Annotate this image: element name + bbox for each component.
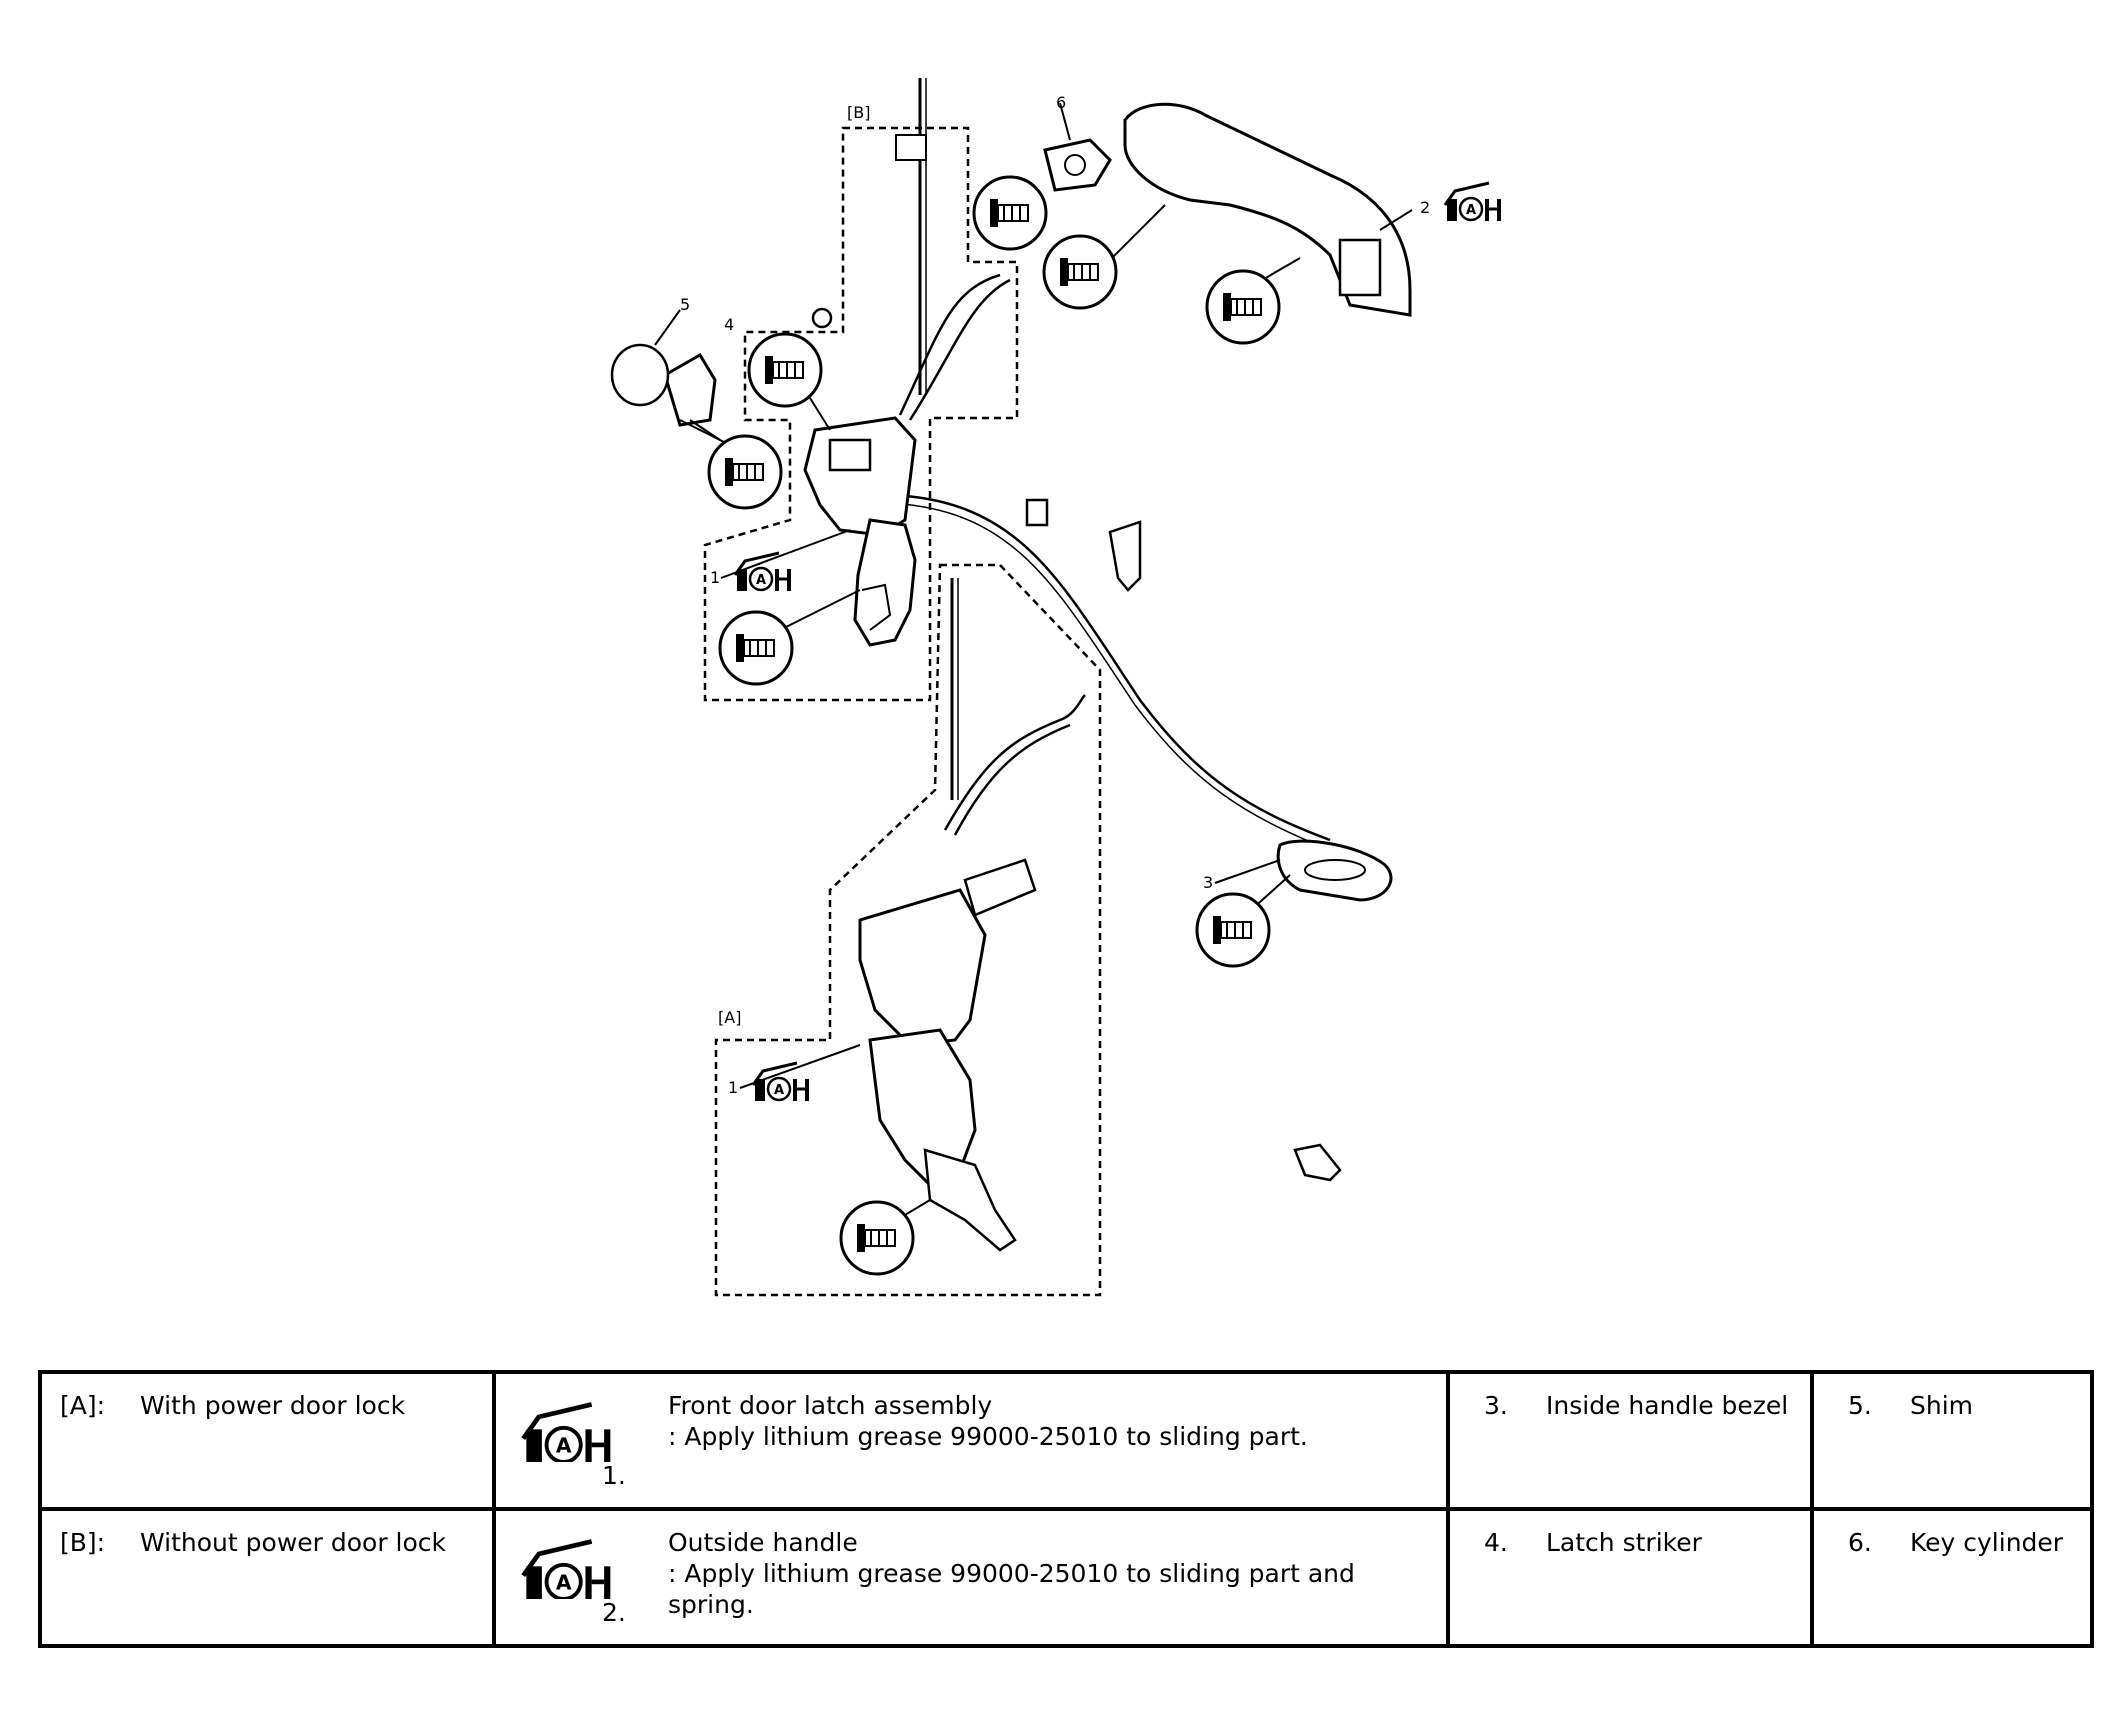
item-number: 4. — [1484, 1528, 1508, 1557]
legend-item-cell: 4. Latch striker — [1446, 1507, 1814, 1648]
part-note: : Apply lithium grease 99000-25010 to sl… — [668, 1559, 1355, 1619]
legend-grease-cell: A 1. Front door latch assembly : Apply l… — [492, 1370, 1450, 1511]
bolt-icon — [839, 1199, 931, 1276]
door-lock-exploded-diagram: A [B] [A] — [610, 78, 1503, 1297]
legend-item-cell: 6. Key cylinder — [1810, 1507, 2094, 1648]
legend-row: [B]: Without power door lock A 2. Outsid… — [38, 1507, 2094, 1648]
part-note: : Apply lithium grease 99000-25010 to sl… — [668, 1422, 1308, 1451]
inset-a-outline — [714, 563, 1102, 1297]
item-number: 5. — [1848, 1391, 1872, 1420]
latch-assembly-upper — [803, 416, 917, 647]
latch-assembly-lower — [858, 858, 1037, 1252]
part-label-3: 3 — [1203, 873, 1213, 892]
grease-item-number: 1. — [602, 1461, 626, 1490]
grease-applicator-icon: A — [521, 1402, 611, 1462]
inside-handle-bezel — [1276, 839, 1393, 902]
bolt-icon — [972, 175, 1048, 251]
part-label-6: 6 — [1056, 93, 1066, 112]
front-arrow-icon — [1293, 1143, 1342, 1182]
grease-item-number: 2. — [602, 1598, 626, 1627]
legend-key-cell: [B]: Without power door lock — [38, 1507, 496, 1648]
legend-key-cell: [A]: With power door lock — [38, 1370, 496, 1511]
shim — [610, 309, 681, 407]
clip — [1025, 498, 1049, 527]
item-text: Latch striker — [1546, 1528, 1702, 1557]
part-label-4: 4 — [724, 315, 734, 334]
legend-table: [A]: With power door lock A 1. Front doo… — [38, 1370, 2094, 1648]
grease-applicator-icon: A — [521, 1539, 611, 1599]
bolt-icon — [747, 332, 831, 431]
bolt-icon — [1042, 204, 1166, 310]
legend-key: [B]: — [60, 1528, 106, 1557]
inset-b-label: [B] — [847, 103, 870, 122]
grease-applicator-icon — [733, 551, 793, 593]
svg-text:A: A — [556, 1434, 572, 1458]
part-label-1-upper: 1 — [710, 568, 720, 587]
part-title: Outside handle — [668, 1528, 858, 1557]
item-text: Shim — [1910, 1391, 1974, 1420]
part-label-1-lower: 1 — [728, 1078, 738, 1097]
bolt-icon — [1195, 874, 1291, 968]
legend-key-text: Without power door lock — [140, 1528, 447, 1557]
part-label-2: 2 — [1420, 198, 1430, 217]
grease-applicator-icon — [1443, 181, 1503, 223]
part-title: Front door latch assembly — [668, 1391, 993, 1420]
part-label-5: 5 — [680, 295, 690, 314]
inset-a-label: [A] — [718, 1008, 741, 1027]
bolt-icon — [679, 419, 783, 510]
legend-grease-cell: A 2. Outside handle : Apply lithium grea… — [492, 1507, 1450, 1648]
legend-item-cell: 5. Shim — [1810, 1370, 2094, 1511]
grease-applicator-icon — [751, 1061, 811, 1103]
legend-row: [A]: With power door lock A 1. Front doo… — [38, 1370, 2094, 1511]
item-number: 3. — [1484, 1391, 1508, 1420]
bolt-icon — [718, 589, 861, 686]
legend-key: [A]: — [60, 1391, 106, 1420]
legend-item-cell: 3. Inside handle bezel — [1446, 1370, 1814, 1511]
outside-handle — [1123, 102, 1412, 317]
cover-block — [1108, 520, 1142, 592]
bolt-icon — [1205, 257, 1301, 345]
item-text: Inside handle bezel — [1546, 1391, 1789, 1420]
inset-b-outline — [703, 126, 1019, 702]
item-text: Key cylinder — [1910, 1528, 2064, 1557]
item-number: 6. — [1848, 1528, 1872, 1557]
key-cylinder — [1043, 102, 1112, 192]
legend-key-text: With power door lock — [140, 1391, 406, 1420]
svg-text:A: A — [556, 1571, 572, 1595]
